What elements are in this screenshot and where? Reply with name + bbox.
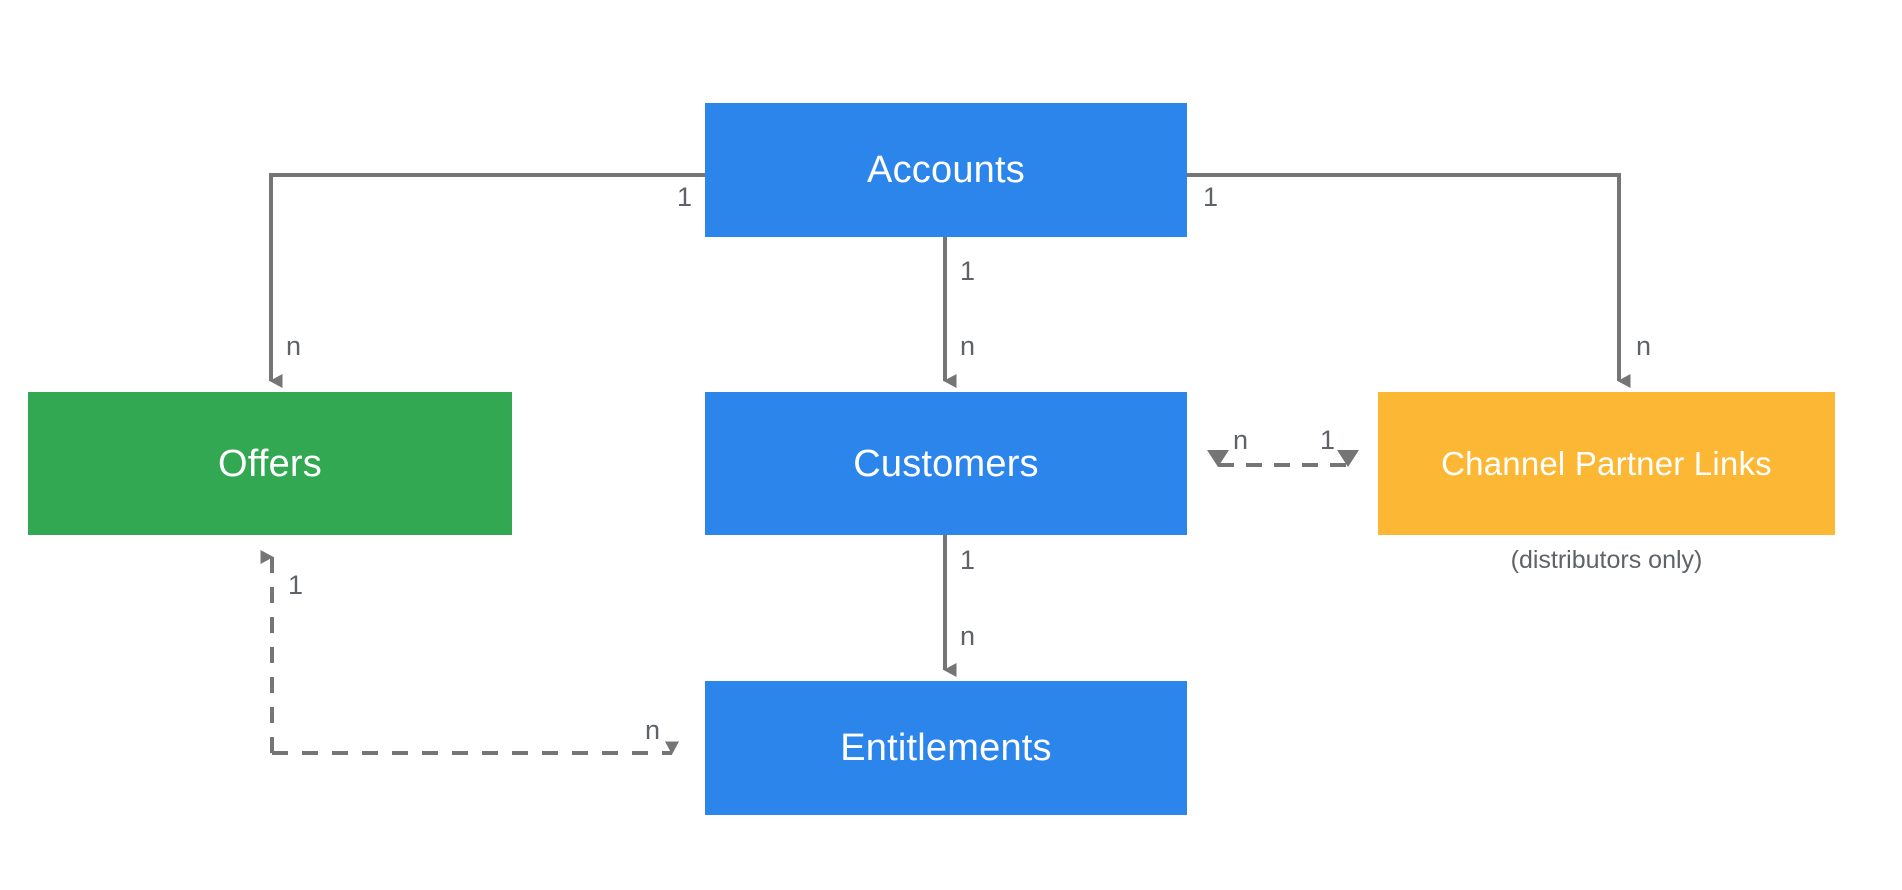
edge-label-accounts-channel-many: n xyxy=(1636,331,1652,361)
node-entitlements-label: Entitlements xyxy=(840,727,1052,769)
edge-accounts-offers xyxy=(269,173,705,388)
edge-label-accounts-offers-many: n xyxy=(286,331,302,361)
edge-accounts-channel xyxy=(1187,173,1631,388)
edge-label-accounts-channel-one: 1 xyxy=(1203,182,1219,212)
node-entitlements[interactable]: Entitlements xyxy=(705,681,1187,815)
node-channel-partner-links[interactable]: Channel Partner Links xyxy=(1378,392,1835,535)
edge-label-customers-entitlements-many: n xyxy=(960,621,976,651)
node-channel-partner-links-caption: (distributors only) xyxy=(1510,546,1703,574)
node-customers[interactable]: Customers xyxy=(705,392,1187,535)
edge-label-customers-channel-many: n xyxy=(1233,425,1249,455)
edge-label-offers-entitlements-many: n xyxy=(645,715,661,745)
node-accounts[interactable]: Accounts xyxy=(705,103,1187,237)
edge-label-accounts-customers-many: n xyxy=(960,331,976,361)
edge-label-offers-entitlements-one: 1 xyxy=(288,570,304,600)
edge-label-accounts-offers-one: 1 xyxy=(677,182,693,212)
node-customers-label: Customers xyxy=(853,442,1039,485)
node-channel-partner-links-label: Channel Partner Links xyxy=(1441,445,1772,482)
node-offers[interactable]: Offers xyxy=(28,392,512,535)
edge-label-customers-channel-one: 1 xyxy=(1320,425,1336,455)
edge-label-customers-entitlements-one: 1 xyxy=(960,545,976,575)
node-accounts-label: Accounts xyxy=(867,149,1025,191)
node-offers-label: Offers xyxy=(218,442,322,485)
edge-offers-entitlements xyxy=(260,550,679,755)
edge-label-accounts-customers-one: 1 xyxy=(960,256,976,286)
